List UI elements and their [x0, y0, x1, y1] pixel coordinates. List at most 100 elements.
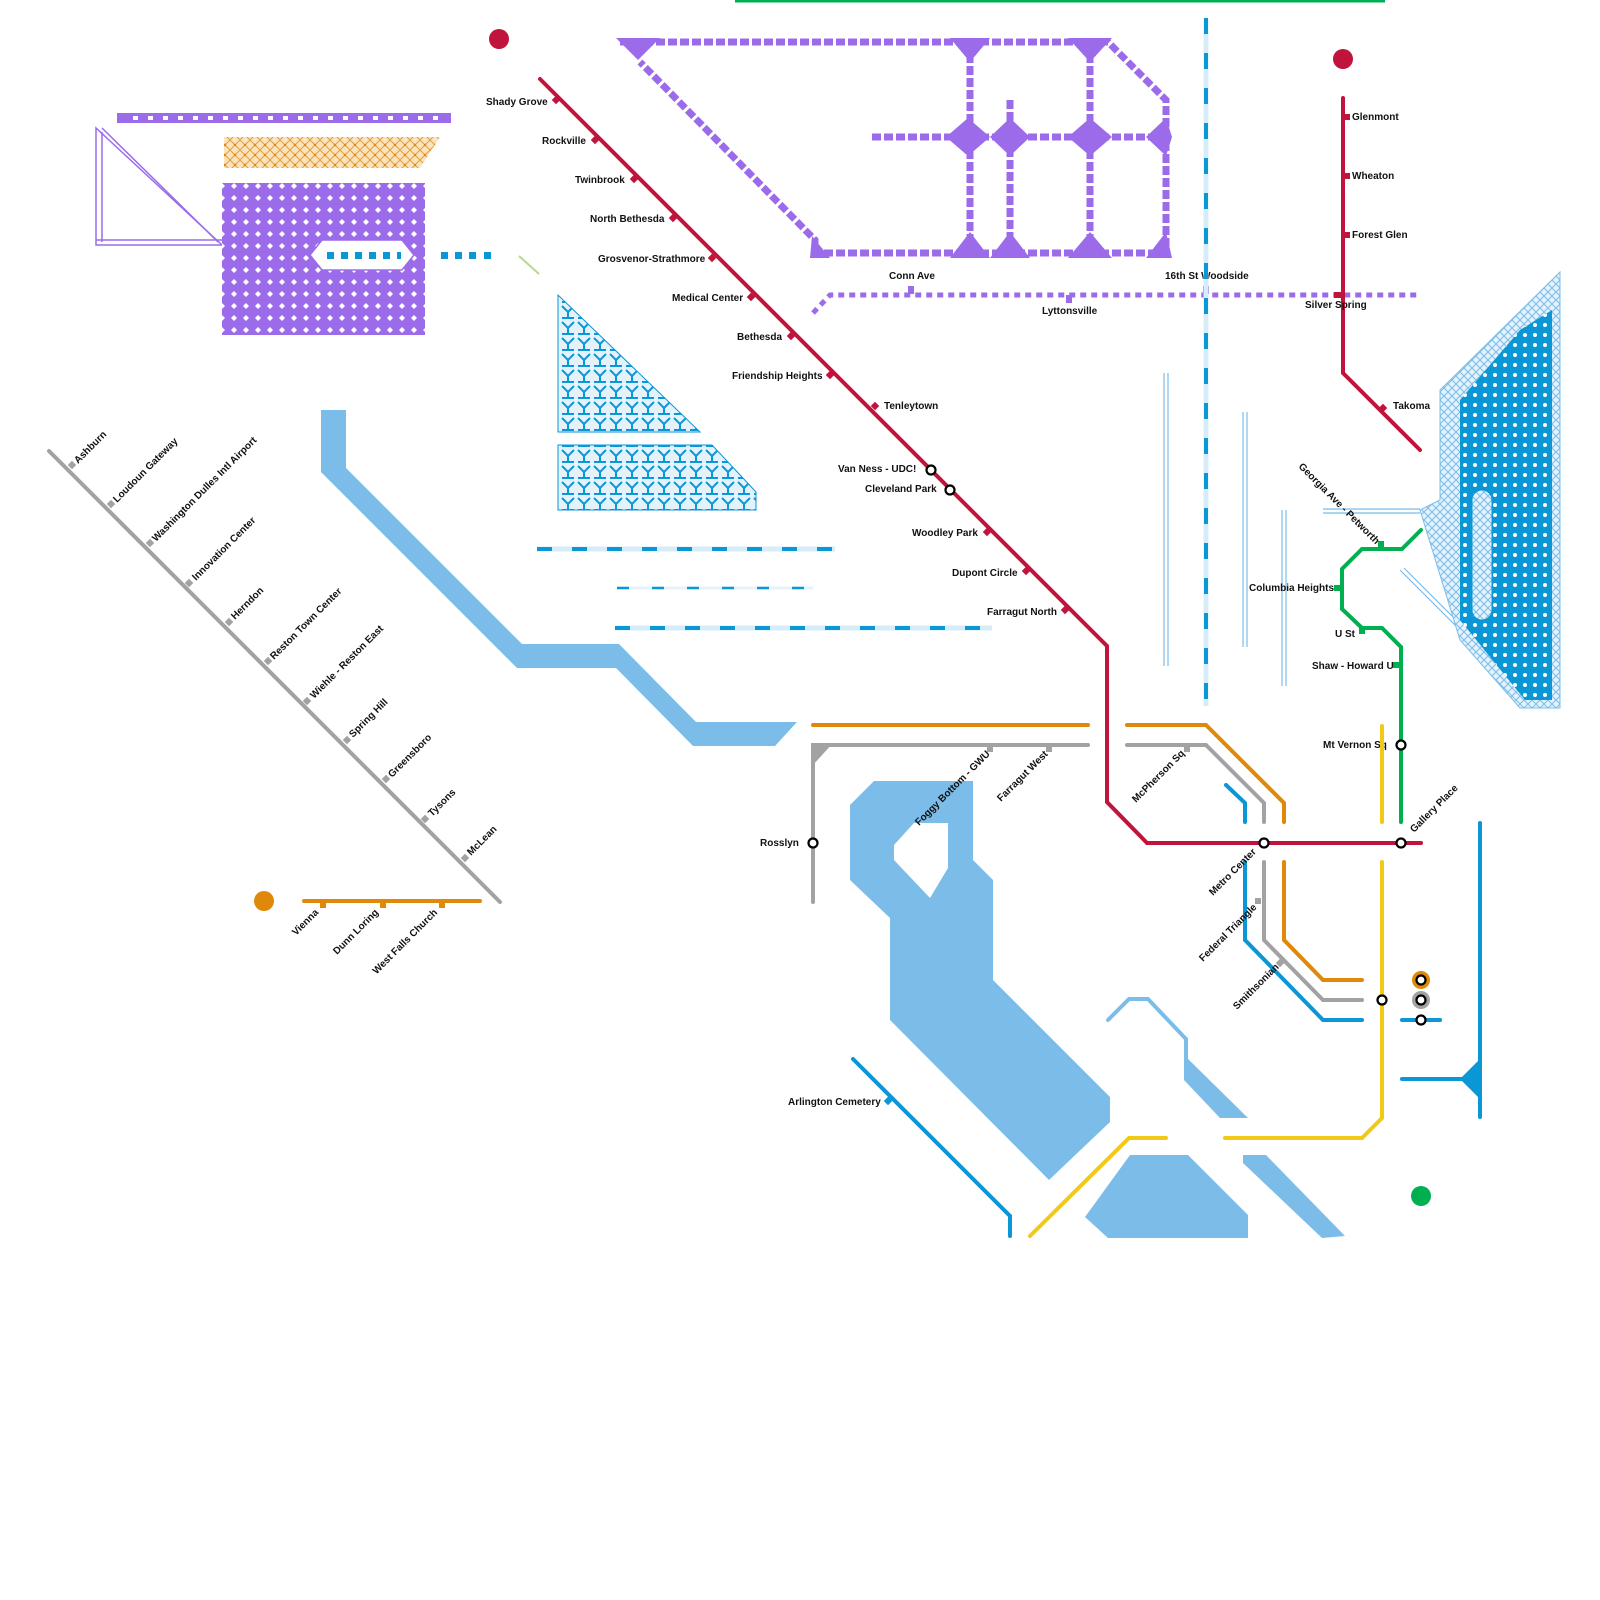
- station-label-spring-hill[interactable]: Spring Hill: [347, 697, 390, 740]
- station-label-loudoun[interactable]: Loudoun Gateway: [111, 436, 180, 505]
- blue-line-arlington: [851, 1057, 1012, 1238]
- station-label-gallery-place[interactable]: Gallery Place: [1408, 783, 1461, 836]
- station-label-georgia-ave[interactable]: Georgia Ave - Petworth: [1296, 461, 1381, 546]
- station-label-u-st[interactable]: U St: [1335, 629, 1356, 640]
- river-lower-mid: [1085, 1155, 1248, 1238]
- station-label-takoma[interactable]: Takoma: [1393, 401, 1430, 412]
- silver-tick-smithsonian: [1275, 958, 1285, 968]
- red-line-east: [1341, 96, 1422, 452]
- silver-line-east: [1125, 743, 1266, 824]
- station-label-innovation[interactable]: Innovation Center: [190, 515, 258, 583]
- blue-line-south: [1243, 860, 1364, 1022]
- station-label-greensboro[interactable]: Greensboro: [386, 732, 434, 780]
- station-label-van-ness[interactable]: Van Ness - UDC!: [838, 464, 916, 475]
- station-label-reston-tc[interactable]: Reston Town Center: [268, 586, 344, 662]
- station-gallery-place[interactable]: [1395, 837, 1407, 849]
- station-label-smithsonian[interactable]: Smithsonian: [1231, 962, 1281, 1012]
- station-label-bethesda[interactable]: Bethesda: [737, 332, 782, 343]
- station-label-ashburn[interactable]: Ashburn: [72, 429, 109, 466]
- purple-line: [811, 292, 1418, 315]
- green-line: [1340, 528, 1423, 824]
- station-label-glenmont[interactable]: Glenmont: [1352, 112, 1399, 123]
- silver-tick-federal-triangle: [1255, 898, 1261, 904]
- blue-pattern-region-east: [1419, 270, 1561, 709]
- station-label-rockville[interactable]: Rockville: [542, 136, 586, 147]
- station-label-rosslyn[interactable]: Rosslyn: [760, 838, 799, 849]
- red-line: [538, 77, 1423, 845]
- station-label-mclean[interactable]: McLean: [465, 824, 499, 858]
- river-lower-right: [1243, 1155, 1345, 1238]
- station-label-medical-center[interactable]: Medical Center: [672, 293, 743, 304]
- station-label-woodley-park[interactable]: Woodley Park: [912, 528, 978, 539]
- station-label-twinbrook[interactable]: Twinbrook: [575, 175, 625, 186]
- purple-dash-gaps: [133, 116, 438, 120]
- station-label-metro-center[interactable]: Metro Center: [1207, 847, 1258, 898]
- station-label-federal-triangle[interactable]: Federal Triangle: [1197, 902, 1259, 964]
- station-label-silver-spring[interactable]: Silver Spring: [1305, 300, 1367, 311]
- station-label-vienna[interactable]: Vienna: [290, 907, 321, 938]
- station-label-herndon[interactable]: Herndon: [229, 585, 266, 622]
- purple-tick-conn-ave: [908, 286, 914, 294]
- station-label-lyttonsville[interactable]: Lyttonsville: [1042, 306, 1098, 317]
- station-label-grosvenor[interactable]: Grosvenor-Strathmore: [598, 254, 706, 265]
- silver-line-diagonal: [47, 449, 502, 904]
- blue-terminus-ring[interactable]: [1415, 1014, 1427, 1026]
- station-label-farragut-north[interactable]: Farragut North: [987, 607, 1057, 618]
- station-label-shady-grove[interactable]: Shady Grove: [486, 97, 548, 108]
- water-outline: [1106, 997, 1188, 1072]
- yellow-line-southwest: [1028, 1136, 1168, 1238]
- station-label-tenleytown[interactable]: Tenleytown: [884, 401, 938, 412]
- red-terminal-dot: [489, 29, 509, 49]
- station-label-forest-glen[interactable]: Forest Glen: [1352, 230, 1408, 241]
- blue-dashed-lines: [537, 546, 992, 631]
- terminus-markers: [1400, 971, 1442, 1026]
- green-terminal-dot: [1411, 1186, 1431, 1206]
- station-metro-center[interactable]: [1258, 837, 1270, 849]
- silver-line-south: [1262, 860, 1364, 1002]
- orange-terminus-ring[interactable]: [1415, 974, 1427, 986]
- red-line-ticks: [551, 95, 1070, 615]
- station-label-friendship-heights[interactable]: Friendship Heights: [732, 371, 823, 382]
- station-label-dupont-circle[interactable]: Dupont Circle: [952, 568, 1018, 579]
- silver-diagonal-ticks: [67, 460, 470, 863]
- station-label-north-bethesda[interactable]: North Bethesda: [590, 214, 665, 225]
- silver-tick-farragut-west: [1046, 746, 1052, 752]
- station-label-dunn-loring[interactable]: Dunn Loring: [331, 907, 381, 957]
- river-island-region: [850, 781, 1110, 1180]
- blue-tick-arlington: [883, 1096, 893, 1106]
- red-east-ticks: [1334, 114, 1388, 413]
- station-rosslyn[interactable]: [807, 837, 819, 849]
- red-terminal-dot-east: [1333, 49, 1353, 69]
- purple-junctions: [616, 38, 1172, 258]
- station-label-west-falls-church[interactable]: West Falls Church: [371, 907, 440, 976]
- purple-tick-lyttonsville: [1066, 295, 1072, 303]
- green-line-ticks: [1334, 541, 1400, 668]
- orange-line-south: [1282, 860, 1364, 982]
- river-channel: [1184, 1055, 1248, 1118]
- station-label-wheaton[interactable]: Wheaton: [1352, 171, 1394, 182]
- station-label-tysons[interactable]: Tysons: [426, 787, 458, 819]
- station-yellow-lenfant[interactable]: [1376, 994, 1388, 1006]
- light-green-segment: [518, 255, 540, 275]
- station-label-mt-vernon[interactable]: Mt Vernon Sq: [1323, 740, 1387, 751]
- station-label-farragut-west[interactable]: Farragut West: [995, 748, 1051, 804]
- station-mt-vernon[interactable]: [1395, 739, 1407, 751]
- silver-terminus-ring[interactable]: [1415, 994, 1427, 1006]
- station-label-wiehle[interactable]: Wiehle - Reston East: [308, 623, 386, 701]
- orange-terminal-dot: [254, 891, 274, 911]
- light-blue-double-rails: [1163, 373, 1463, 686]
- station-label-arlington-cemetery[interactable]: Arlington Cemetery: [788, 1097, 881, 1108]
- station-label-conn-ave[interactable]: Conn Ave: [889, 271, 935, 282]
- silver-corner-fill: [811, 743, 833, 765]
- station-label-shaw[interactable]: Shaw - Howard U: [1312, 661, 1394, 672]
- blue-junction-arrow: [1460, 1057, 1482, 1101]
- yellow-line-lower: [1223, 860, 1384, 1140]
- station-cleveland-park[interactable]: [944, 484, 956, 496]
- blue-line-stub: [1224, 783, 1247, 824]
- station-label-columbia-heights[interactable]: Columbia Heights: [1249, 583, 1334, 594]
- station-van-ness[interactable]: [925, 464, 937, 476]
- station-label-mcpherson[interactable]: McPherson Sq: [1130, 748, 1187, 805]
- station-label-cleveland-park[interactable]: Cleveland Park: [865, 484, 937, 495]
- orange-pattern-band: [224, 137, 440, 168]
